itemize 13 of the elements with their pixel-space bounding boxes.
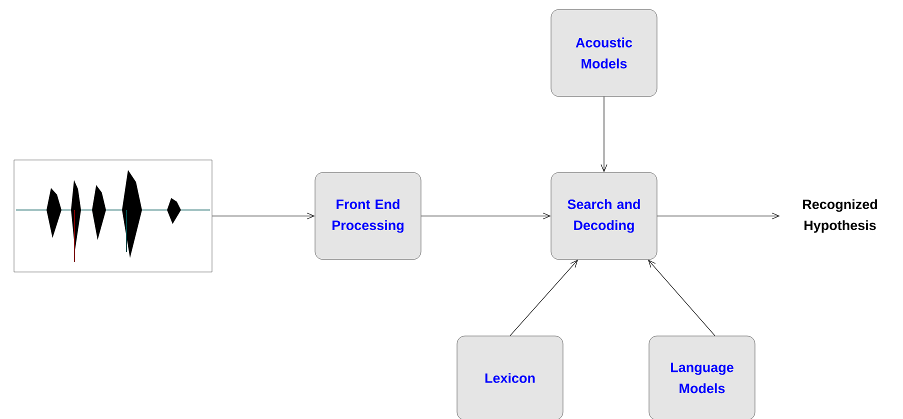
process-box: Front End Processing bbox=[314, 172, 422, 260]
process-box: Acoustic Models bbox=[550, 9, 658, 97]
arrow bbox=[600, 96, 608, 172]
arrow bbox=[212, 212, 315, 220]
arrow bbox=[648, 260, 716, 336]
arrow bbox=[510, 260, 578, 336]
process-box: Search and Decoding bbox=[550, 172, 658, 260]
output-label: Recognized Hypothesis bbox=[803, 199, 877, 233]
process-box: Language Models bbox=[648, 336, 756, 419]
arrow bbox=[656, 212, 780, 220]
process-box: Lexicon bbox=[456, 336, 564, 419]
picture bbox=[14, 160, 212, 272]
arrow bbox=[420, 212, 551, 220]
